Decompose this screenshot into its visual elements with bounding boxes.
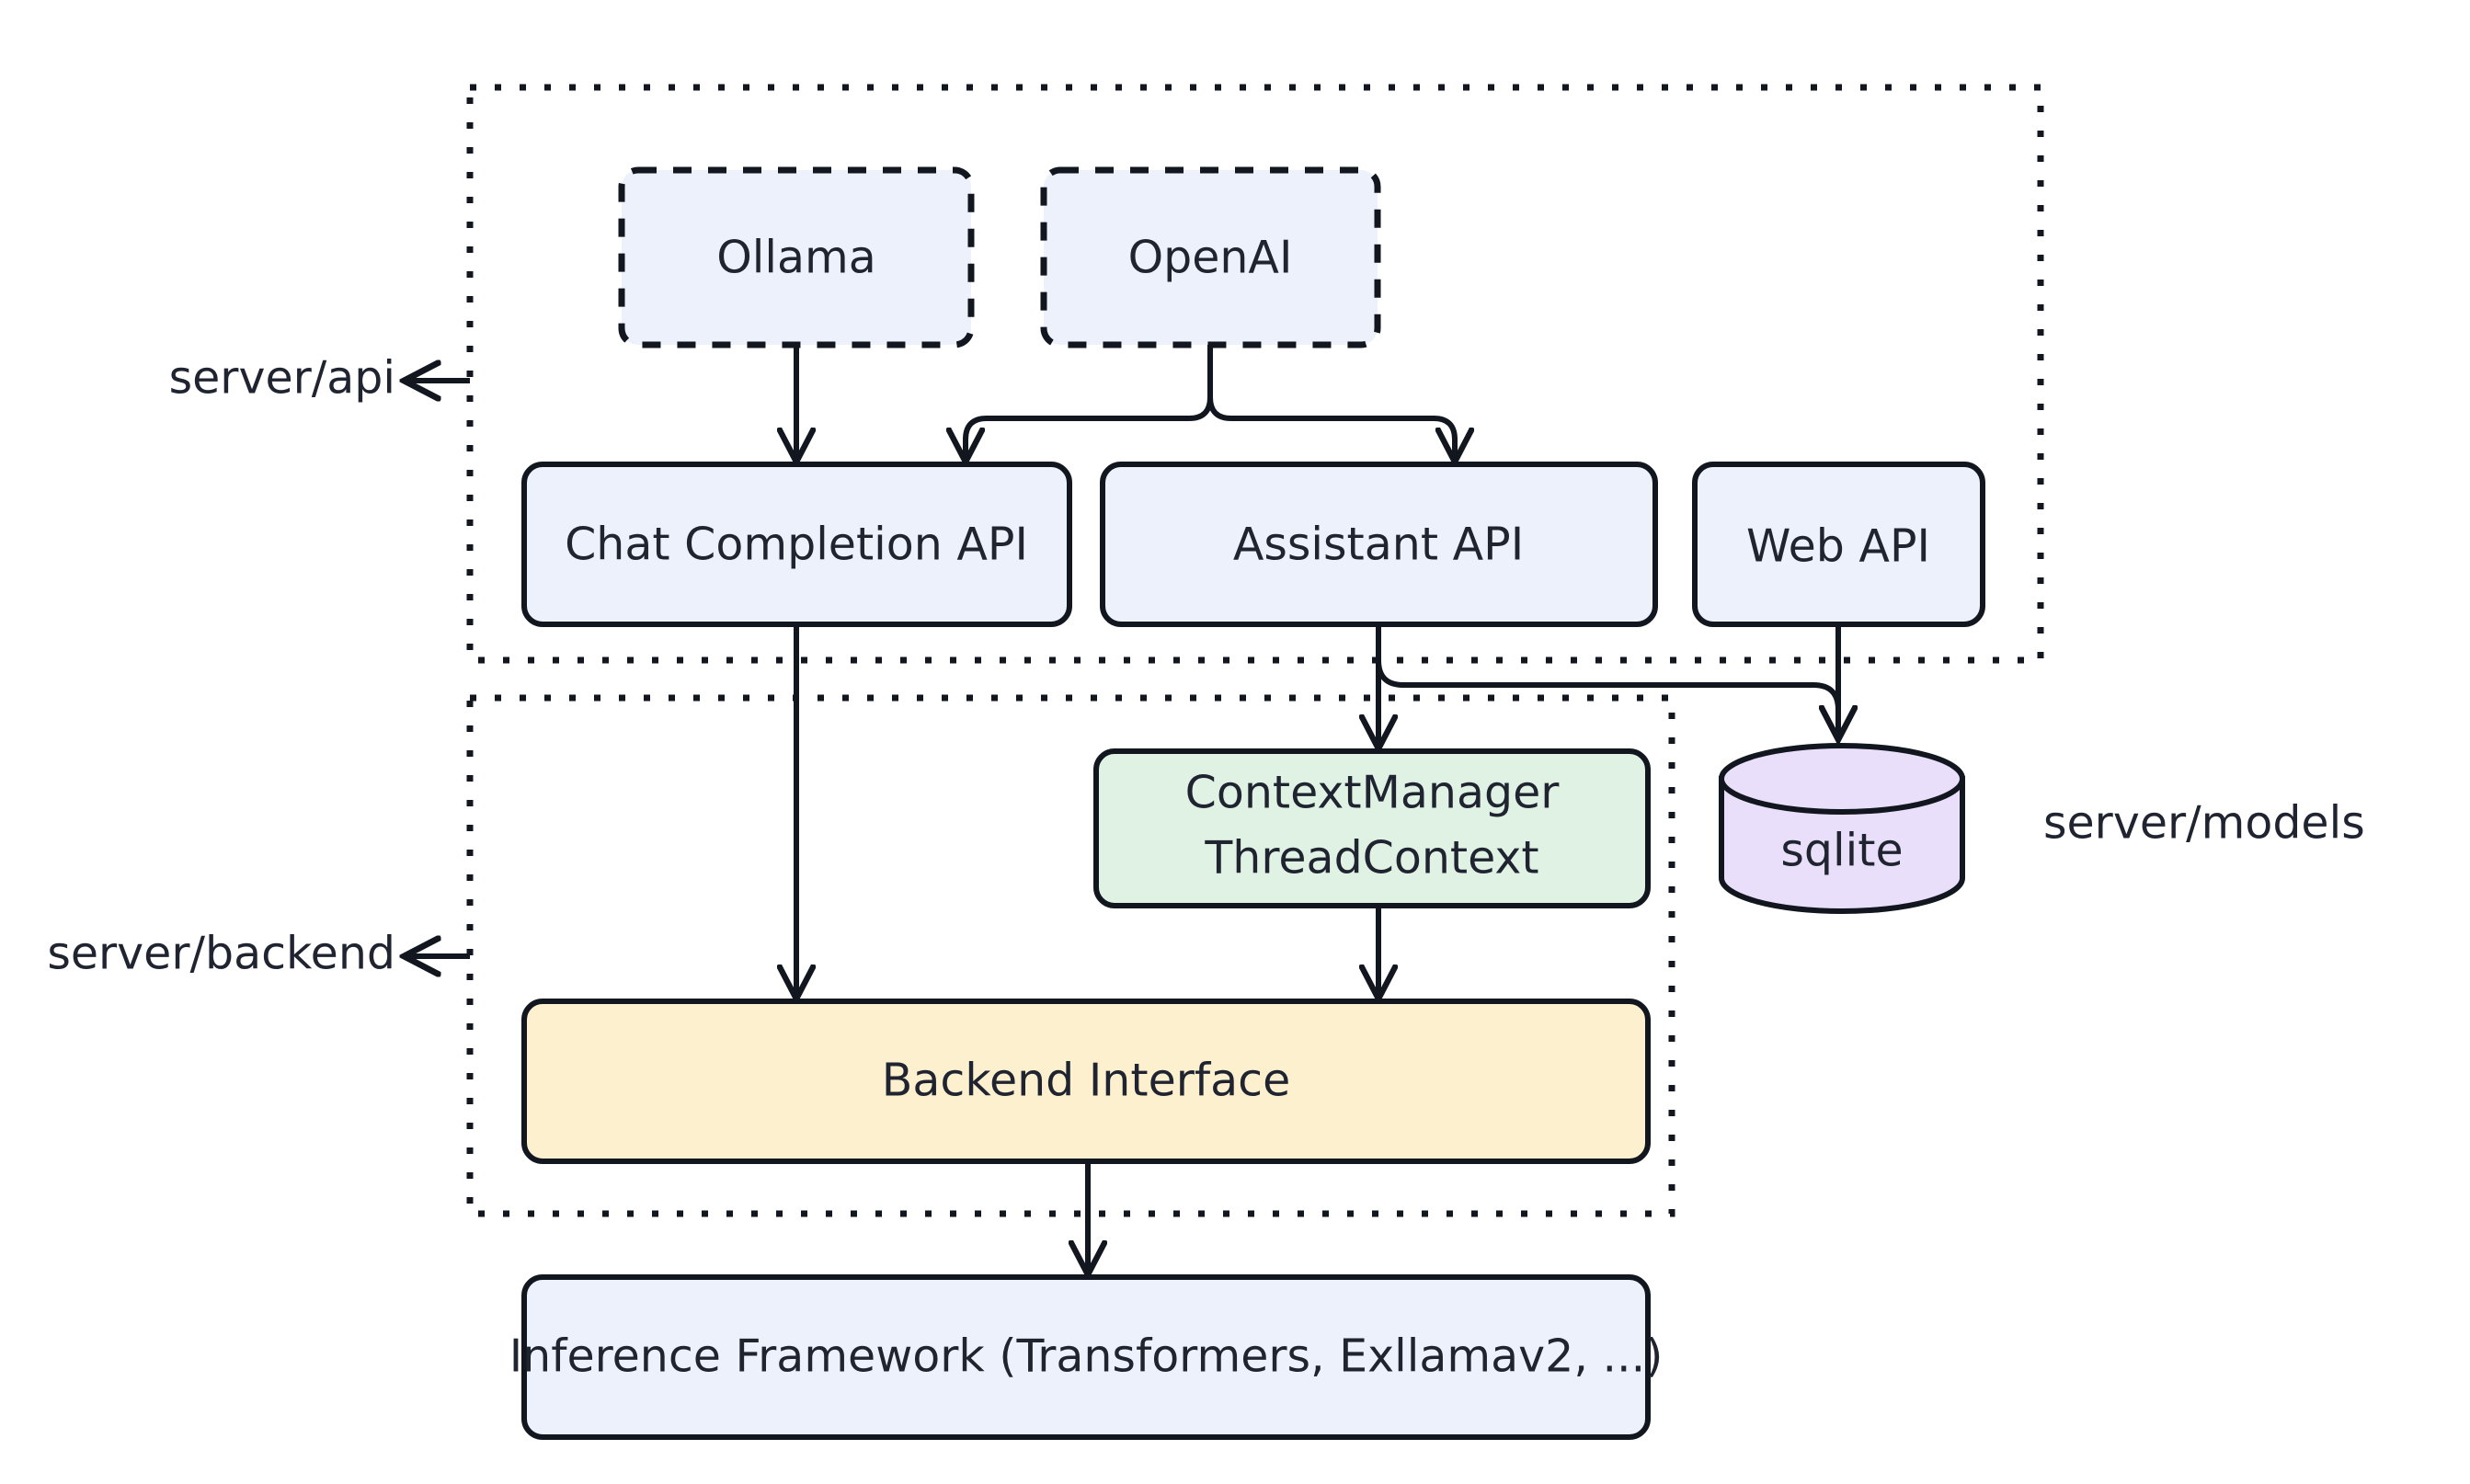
node-context-manager-label-line1: ContextManager bbox=[1185, 767, 1561, 819]
edge-openai-to-chat-completion bbox=[966, 396, 1213, 458]
node-sqlite-body bbox=[1719, 776, 1965, 914]
node-inference-framework[interactable]: Inference Framework (Transformers, Exlla… bbox=[509, 1274, 1664, 1440]
node-backend-interface-shape bbox=[521, 999, 1651, 1164]
node-chat-completion-api-shape bbox=[521, 462, 1072, 627]
node-ollama-shape bbox=[618, 166, 975, 348]
node-context-manager-shape bbox=[1093, 748, 1651, 908]
node-assistant-api-label: Assistant API bbox=[1233, 519, 1524, 571]
group-label-api: server/api bbox=[169, 352, 395, 405]
node-backend-interface[interactable]: Backend Interface bbox=[521, 999, 1651, 1164]
node-openai-label: OpenAI bbox=[1128, 232, 1293, 284]
node-sqlite[interactable]: sqlite bbox=[1719, 743, 1965, 914]
node-chat-completion-api[interactable]: Chat Completion API bbox=[521, 462, 1072, 627]
node-backend-interface-label: Backend Interface bbox=[882, 1055, 1290, 1107]
group-label-models: server/models bbox=[2043, 797, 2365, 850]
group-container-backend bbox=[466, 694, 1675, 1217]
group-label-backend: server/backend bbox=[47, 928, 395, 980]
node-ollama-label: Ollama bbox=[716, 232, 876, 284]
node-web-api-label: Web API bbox=[1746, 520, 1930, 573]
node-web-api-shape bbox=[1692, 462, 1985, 627]
node-context-manager[interactable]: ContextManager ThreadContext bbox=[1093, 748, 1651, 908]
node-chat-completion-api-label: Chat Completion API bbox=[565, 519, 1028, 571]
edge-openai-to-assistant bbox=[1207, 396, 1455, 458]
node-sqlite-label: sqlite bbox=[1780, 825, 1903, 877]
node-assistant-api[interactable]: Assistant API bbox=[1100, 462, 1658, 627]
node-sqlite-top bbox=[1719, 743, 1965, 815]
node-openai-shape bbox=[1040, 166, 1381, 348]
group-container-api bbox=[466, 84, 2044, 664]
node-openai[interactable]: OpenAI bbox=[1040, 166, 1381, 348]
node-inference-framework-label: Inference Framework (Transformers, Exlla… bbox=[509, 1330, 1664, 1383]
node-context-manager-label-line2: ThreadContext bbox=[1204, 832, 1538, 885]
node-web-api[interactable]: Web API bbox=[1692, 462, 1985, 627]
node-inference-framework-shape bbox=[521, 1274, 1651, 1440]
node-assistant-api-shape bbox=[1100, 462, 1658, 627]
node-ollama[interactable]: Ollama bbox=[618, 166, 975, 348]
edge-assistant-to-sqlite bbox=[1376, 659, 1838, 736]
